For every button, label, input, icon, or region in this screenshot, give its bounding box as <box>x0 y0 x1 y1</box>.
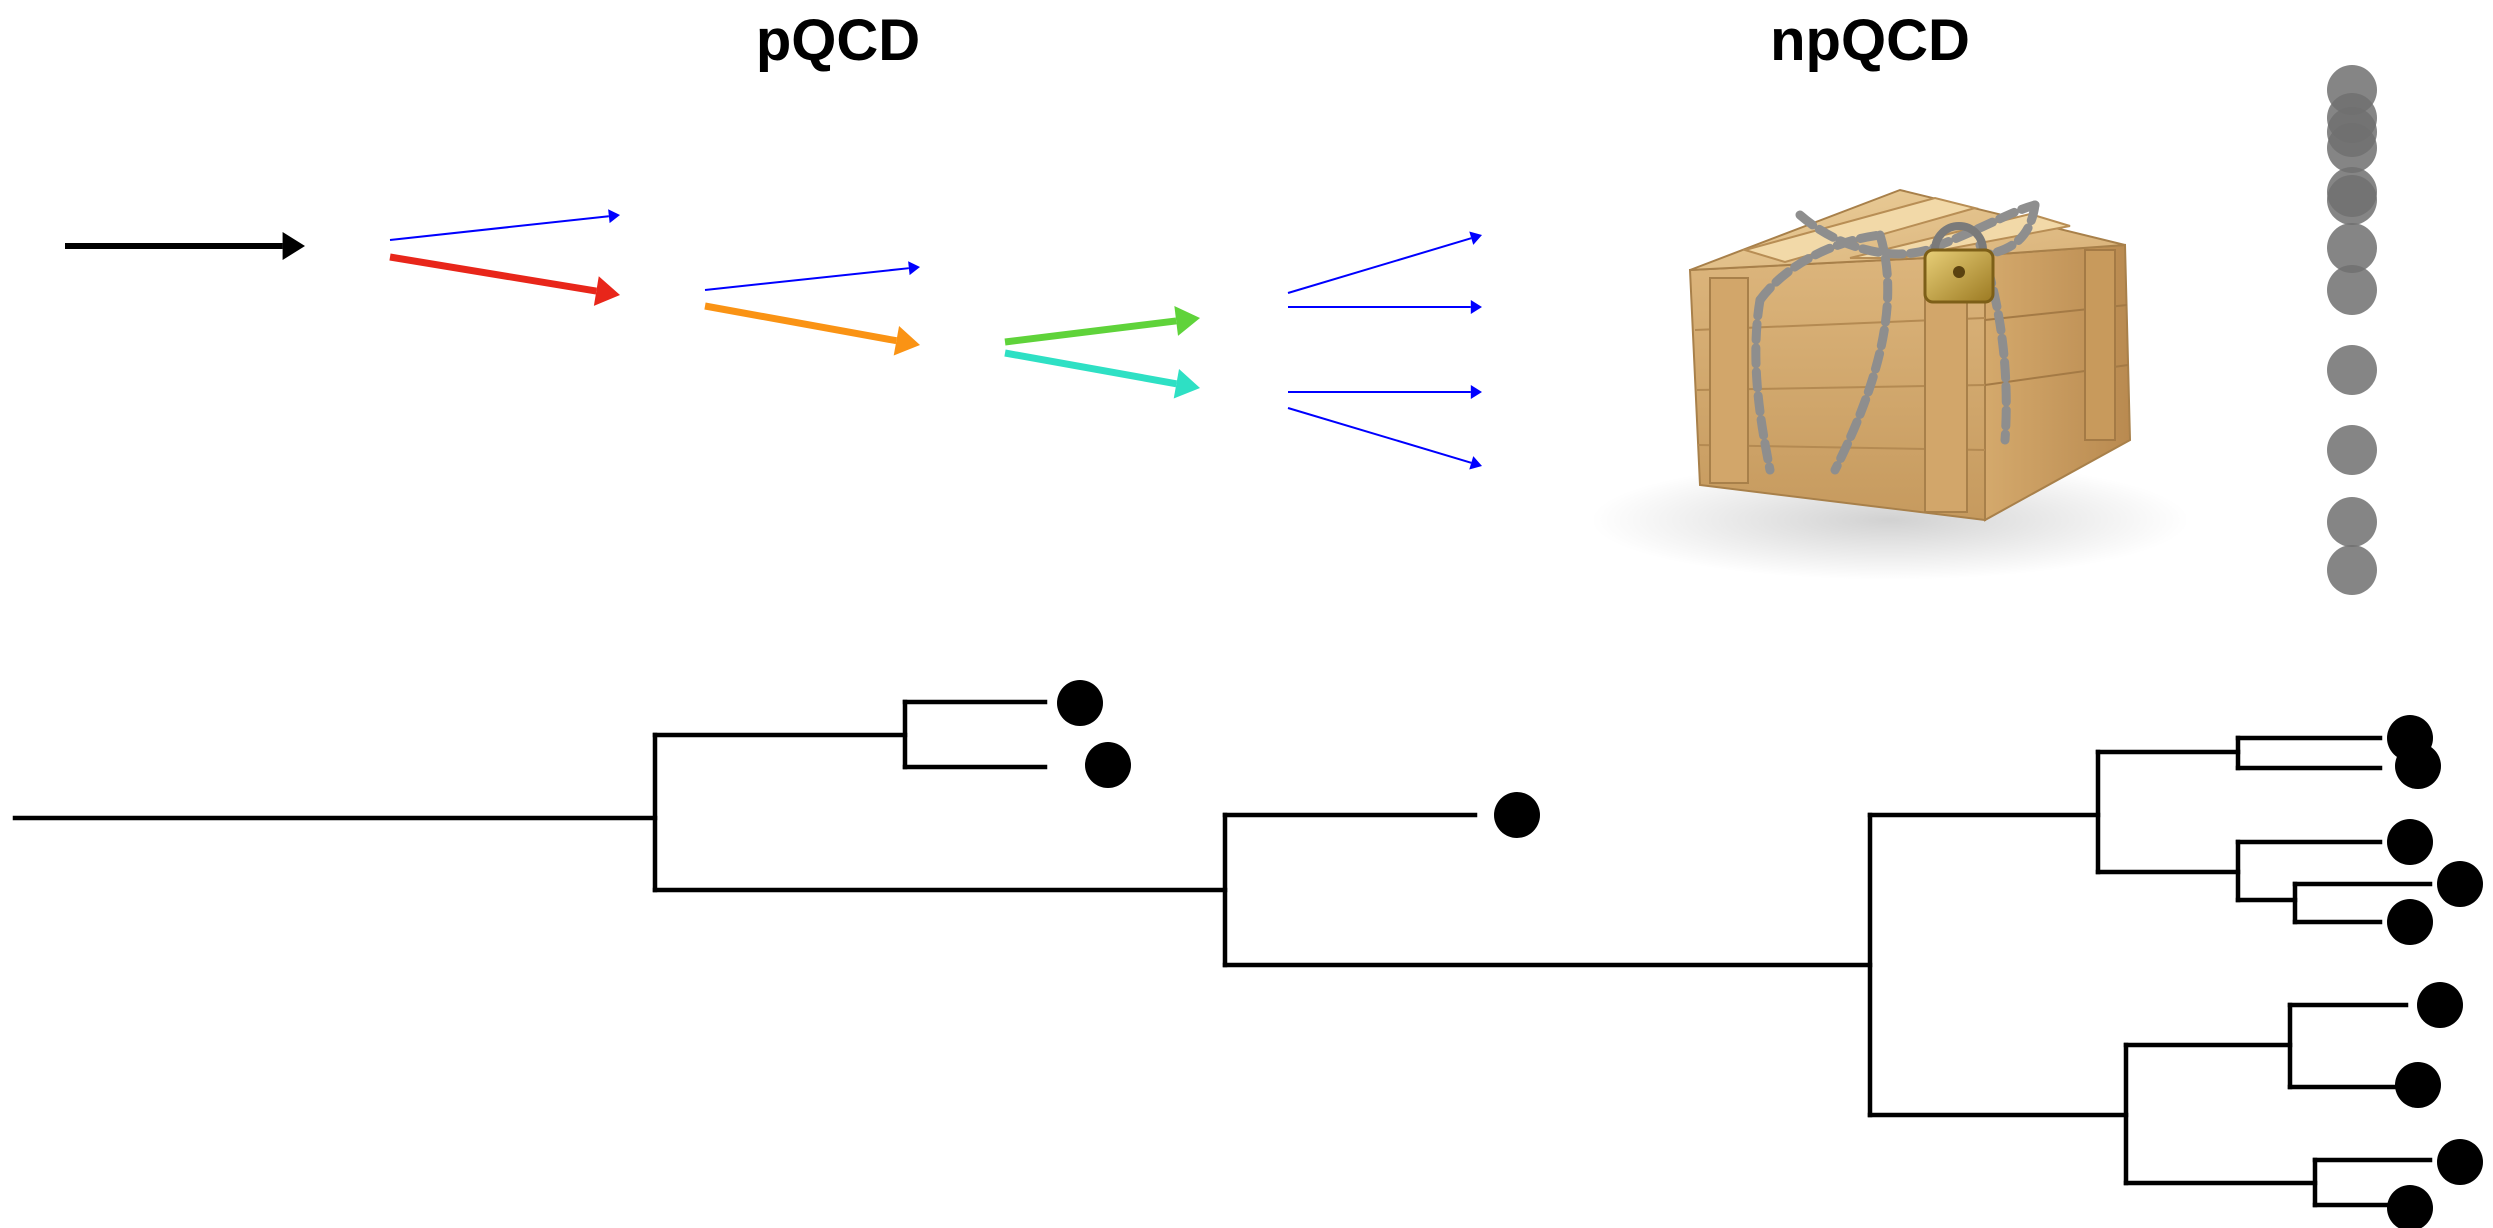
tree-leaf <box>2387 819 2433 865</box>
parton-arrow-orange <box>704 302 920 356</box>
final-parton-arrow <box>1288 300 1482 314</box>
hadron-column <box>2327 65 2377 595</box>
parton-shower <box>65 209 1482 470</box>
clustering-tree <box>12 680 2483 1228</box>
tree-leaf <box>2395 743 2441 789</box>
tree-leaf <box>1057 680 1103 726</box>
pqcd-label: pQCD <box>755 8 921 73</box>
npqcd-label: npQCD <box>1770 8 1970 73</box>
final-parton-arrow <box>1287 407 1482 470</box>
hadron-dot <box>2327 345 2377 395</box>
hadron-dot <box>2327 265 2377 315</box>
emission-arrow <box>389 209 620 241</box>
tree-leaf <box>1085 742 1131 788</box>
parton-arrow-red <box>389 253 620 306</box>
hadron-dot <box>2327 175 2377 225</box>
tree-leaf <box>2417 982 2463 1028</box>
parton-arrow-green <box>1004 306 1200 346</box>
tree-leaf <box>2395 1062 2441 1108</box>
tree-leaf <box>2437 1139 2483 1185</box>
hadron-dot <box>2327 123 2377 173</box>
tree-leaf <box>2387 1185 2433 1228</box>
hadron-dot <box>2327 223 2377 273</box>
parton-arrow-cyan <box>1004 349 1200 399</box>
tree-leaf <box>2437 861 2483 907</box>
tree-leaf <box>1494 792 1540 838</box>
emission-arrow <box>704 261 920 291</box>
hadron-dot <box>2327 425 2377 475</box>
initial-parton-arrow <box>65 232 305 260</box>
locked-wooden-crate-icon <box>1590 188 2190 580</box>
hadron-dot <box>2327 497 2377 547</box>
tree-leaf <box>2387 899 2433 945</box>
hadron-dot <box>2327 545 2377 595</box>
final-parton-arrow <box>1288 385 1482 399</box>
final-parton-arrow <box>1287 231 1482 294</box>
